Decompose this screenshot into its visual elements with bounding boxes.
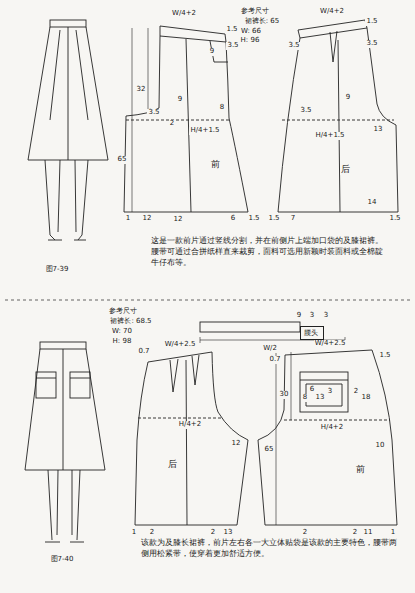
dimension-label: 1.5 [388, 215, 401, 223]
dimension-label: W: 70 [111, 328, 133, 336]
dimension-label: 1 [131, 529, 137, 537]
dimension-label: 前 [210, 160, 221, 170]
dimension-label: 3 [309, 312, 315, 320]
dimension-label: 13 [223, 529, 234, 537]
dimension-label: 1.5 [247, 215, 260, 223]
dimension-label: 3.5 [299, 107, 312, 115]
dimension-label: 1.5 [378, 352, 391, 360]
dimension-label: 6 [230, 215, 236, 223]
dimension-label: 9 [345, 94, 351, 102]
dimension-label: 12 [231, 440, 242, 448]
dimension-label: 图7-39 [45, 266, 70, 274]
dimension-label: 3.5 [147, 109, 160, 117]
dimension-label: W/4+2 [171, 10, 197, 18]
fashion-sketch [28, 20, 108, 240]
waistband-tab: 腰头 [300, 326, 324, 340]
description-text: 这是一款前片通过竖线分割，并在前侧片上端加口袋的及膝裙裤。腰带可通过合拼纸样直来… [150, 236, 387, 269]
dimension-label: 10 [375, 442, 386, 450]
dimension-label: 14 [367, 199, 378, 207]
dimension-label: 9 [177, 96, 183, 104]
dimension-label: 1 [125, 215, 131, 223]
dimension-label: H/4+2 [178, 421, 202, 429]
dimension-label: H: 96 [240, 37, 261, 45]
dimension-label: 11 [363, 529, 374, 537]
dimension-label: 0.7 [137, 348, 150, 356]
dimension-label: 3.5 [287, 42, 300, 50]
dimension-label: 前 [355, 465, 366, 475]
dimension-label: 2 [302, 529, 308, 537]
dimension-label: 3 [327, 388, 333, 396]
dimension-label: 裙裤长: 65 [244, 18, 281, 26]
dimension-label: 2 [210, 529, 216, 537]
dimension-label: 8 [219, 104, 225, 112]
dimension-label: 2 [352, 529, 358, 537]
front-piece [124, 26, 248, 212]
dimension-label: 3.5 [226, 42, 239, 50]
dimension-label: 7 [290, 215, 296, 223]
waistband [200, 322, 300, 332]
dimension-label: 2 [169, 120, 175, 128]
dimension-label: 65 [264, 446, 275, 454]
dimension-label: W/4+2.5 [314, 340, 347, 348]
dimension-label: 32 [136, 86, 147, 94]
back-piece [278, 20, 398, 212]
dimension-label: 1.5 [267, 215, 280, 223]
dimension-label: 图7-40 [50, 556, 75, 564]
dimension-label: 13 [373, 126, 384, 134]
dimension-label: 9 [209, 48, 215, 56]
dimension-label: 13 [315, 394, 326, 402]
back-piece [135, 352, 248, 525]
dimension-label: 65 [117, 156, 128, 164]
fashion-sketch [25, 342, 105, 542]
dimension-label: 2 [353, 388, 359, 396]
dimension-label: 30 [279, 391, 290, 399]
dimension-label: 参考尺寸 [240, 8, 270, 16]
dimension-label: W/2 [262, 345, 278, 353]
part-name: 腰头 [301, 327, 323, 339]
dimension-label: 裙裤长: 68.5 [109, 318, 152, 326]
dimension-label: H/4+2 [320, 424, 344, 432]
dimension-label: 8 [302, 394, 308, 402]
dimension-label: 后 [340, 165, 351, 175]
dimension-label: 12 [142, 215, 153, 223]
dimension-label: 12 [173, 216, 184, 224]
dimension-label: H/4+1.5 [314, 132, 345, 140]
dimension-label: 3 [323, 312, 329, 320]
dimension-label: 0.7 [268, 356, 281, 364]
dimension-label: 1 [390, 529, 396, 537]
dimension-label: W/4+2.5 [164, 341, 197, 349]
dimension-label: H: 98 [112, 338, 133, 346]
dimension-label: 3.5 [365, 40, 378, 48]
dimension-label: 18 [361, 394, 372, 402]
dimension-label: 6 [309, 386, 315, 394]
dimension-label: W/4+2 [319, 8, 345, 16]
dimension-label: 1.5 [365, 18, 378, 26]
dimension-label: 1.5 [225, 26, 238, 34]
dimension-label: 9 [296, 312, 302, 320]
front-piece [258, 350, 397, 525]
dimension-label: W: 66 [240, 28, 262, 36]
dimension-label: 后 [167, 460, 178, 470]
dimension-label: H/4+1.5 [189, 127, 220, 135]
dimension-label: 2 [149, 529, 155, 537]
dimension-label: 参考尺寸 [108, 308, 138, 316]
description-text: 该款为及膝长裙裤，前片左右各一大立体贴袋是该款的主要特色，腰带两侧用松紧带，使穿… [140, 538, 402, 560]
